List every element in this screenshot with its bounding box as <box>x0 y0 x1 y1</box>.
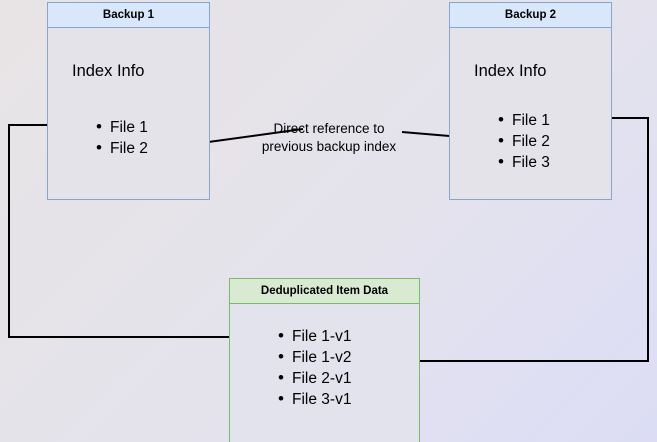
node-dedup-store-header: Deduplicated Item Data <box>230 279 419 304</box>
dedup-file-list: File 1-v1 File 1-v2 File 2-v1 File 3-v1 <box>276 325 352 410</box>
backup-2-index-info-label: Index Info <box>474 62 547 80</box>
list-item: File 1-v2 <box>278 346 352 368</box>
node-backup-1-header: Backup 1 <box>48 3 209 28</box>
node-backup-1[interactable]: Backup 1 Index Info File 1 File 2 <box>47 2 210 200</box>
list-item: File 3 <box>498 151 550 173</box>
list-item: File 2 <box>498 130 550 152</box>
backup-1-file-list: File 1 File 2 <box>94 116 148 159</box>
node-backup-2[interactable]: Backup 2 Index Info File 1 File 2 File 3 <box>449 2 612 200</box>
node-backup-1-body: Index Info File 1 File 2 <box>48 28 209 199</box>
node-dedup-store-body: File 1-v1 File 1-v2 File 2-v1 File 3-v1 <box>230 304 419 442</box>
node-backup-2-header: Backup 2 <box>450 3 611 28</box>
list-item: File 1 <box>498 109 550 131</box>
backup-1-index-info-label: Index Info <box>72 62 145 80</box>
backup-2-file-list: File 1 File 2 File 3 <box>496 109 550 173</box>
node-backup-2-body: Index Info File 1 File 2 File 3 <box>450 28 611 199</box>
list-item: File 1-v1 <box>278 325 352 347</box>
list-item: File 1 <box>96 116 148 138</box>
node-dedup-store[interactable]: Deduplicated Item Data File 1-v1 File 1-… <box>229 278 420 442</box>
edge-label-direct-reference: Direct reference to previous backup inde… <box>261 121 397 154</box>
list-item: File 2 <box>96 137 148 159</box>
list-item: File 2-v1 <box>278 367 352 389</box>
list-item: File 3-v1 <box>278 388 352 410</box>
